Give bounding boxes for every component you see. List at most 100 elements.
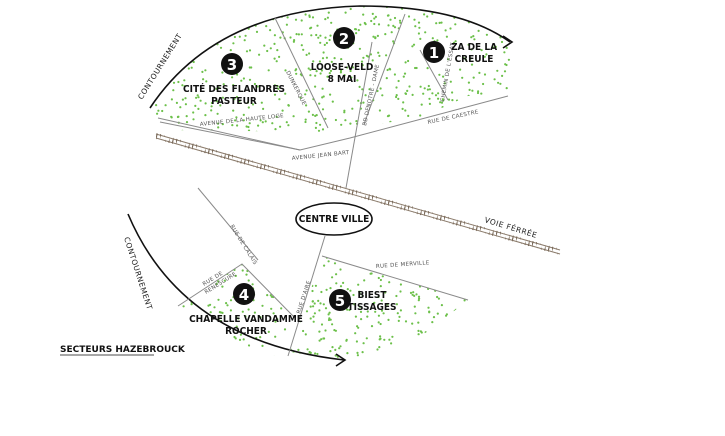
area-dot (377, 258, 380, 261)
area-dot (299, 96, 302, 99)
area-dot (507, 19, 510, 22)
area-dot (204, 102, 207, 105)
sector-3[interactable]: 3 CITÉ DES FLANDRES PASTEUR (183, 53, 285, 107)
area-dot (439, 343, 442, 346)
area-dot (232, 42, 235, 45)
area-dot (160, 33, 163, 36)
area-dot (329, 350, 332, 353)
area-dot (161, 109, 164, 113)
area-dot (399, 290, 402, 293)
area-dot (356, 79, 359, 82)
area-dot (440, 304, 443, 307)
area-dot (501, 74, 504, 77)
area-dot (387, 318, 390, 321)
area-dot (199, 42, 202, 45)
area-dot (294, 257, 297, 260)
area-dot (378, 346, 381, 349)
area-dot (197, 96, 200, 99)
area-dot (310, 259, 313, 262)
area-dot (499, 24, 502, 27)
area-dot (247, 279, 250, 282)
area-dot (196, 94, 199, 97)
area-dot (268, 275, 271, 278)
area-dot (345, 338, 348, 341)
area-dot (349, 7, 352, 11)
area-dot (245, 273, 248, 276)
area-dot (396, 276, 399, 279)
area-dot (219, 334, 222, 337)
area-dot (356, 325, 359, 328)
area-dot (245, 50, 249, 53)
area-dot (438, 21, 441, 24)
area-dot (323, 43, 326, 47)
city-centre[interactable]: CENTRE VILLE (295, 202, 373, 236)
area-dot (203, 27, 206, 30)
area-dot (452, 41, 456, 44)
sector-5[interactable]: 5 BIEST TISSAGES (329, 289, 396, 313)
area-dot (417, 333, 420, 336)
area-dot (374, 15, 377, 18)
area-dot (501, 27, 504, 30)
area-dot (505, 46, 508, 50)
area-dot (377, 276, 380, 280)
area-dot (415, 128, 418, 131)
area-dot (294, 264, 295, 266)
area-dot (497, 81, 500, 84)
area-dot (200, 35, 203, 38)
area-dot (433, 329, 436, 332)
sector-2[interactable]: 2 LOOSE-VELD 8 MAI (311, 27, 374, 85)
area-dot (467, 94, 470, 97)
sector-1[interactable]: 1 ZA DE LA CREULE (423, 41, 497, 65)
area-dot (189, 42, 192, 45)
area-dot (385, 54, 388, 57)
area-dot (419, 85, 422, 88)
area-dot (274, 276, 278, 279)
area-dot (358, 47, 361, 50)
area-dot (247, 129, 251, 132)
area-dot (361, 294, 364, 297)
area-dot (198, 33, 201, 36)
area-dot (434, 342, 437, 345)
area-dot (411, 293, 414, 296)
area-dot (362, 56, 365, 59)
area-dot (267, 330, 270, 333)
area-dot (317, 36, 320, 39)
area-dot (306, 357, 309, 360)
area-dot (319, 123, 322, 126)
area-dot (198, 37, 201, 40)
area-dot (470, 36, 473, 39)
area-dot (477, 105, 480, 108)
area-dot (309, 305, 312, 308)
area-dot (472, 76, 475, 79)
area-dot (407, 356, 410, 359)
area-dot (390, 31, 393, 34)
sector-4[interactable]: 4 CHAPELLE VANDAMME ROCHER (189, 283, 303, 337)
area-dot (266, 49, 269, 53)
area-dot (359, 310, 363, 313)
area-dot (231, 124, 234, 127)
area-dot (328, 317, 331, 320)
area-dot (439, 257, 442, 261)
area-dot (361, 126, 365, 129)
area-dot (428, 102, 431, 105)
area-dot (158, 31, 161, 34)
area-dot (192, 118, 195, 121)
area-dot (354, 28, 358, 31)
area-dot (305, 104, 308, 107)
area-dot (415, 293, 418, 296)
area-dot (420, 331, 423, 334)
sector-5-name-line-2: TISSAGES (348, 302, 397, 313)
area-dot (187, 67, 190, 70)
area-dot (273, 84, 276, 87)
area-dot (319, 302, 322, 305)
area-dot (477, 95, 480, 98)
area-dot (309, 317, 312, 320)
area-dot (320, 290, 323, 294)
area-dot (411, 93, 414, 96)
area-dot (215, 100, 218, 103)
area-dot (488, 127, 492, 130)
area-dot (464, 108, 467, 111)
area-dot (314, 74, 317, 77)
area-dot (212, 334, 216, 337)
area-dot (250, 10, 253, 13)
